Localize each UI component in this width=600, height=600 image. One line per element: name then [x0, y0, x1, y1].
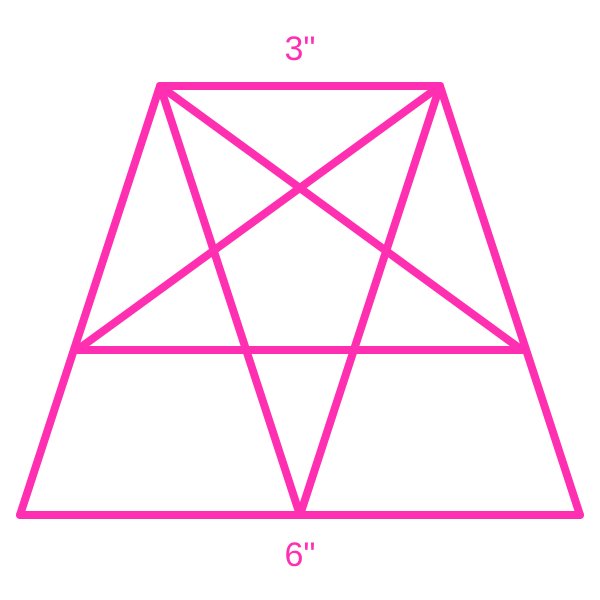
trapezoid-left-edge — [16, 82, 164, 519]
star-line-top-left-to-bottom-mid — [156, 82, 304, 519]
trapezoid-right-edge — [436, 82, 584, 519]
star-line-top-right-to-bottom-mid — [296, 82, 444, 519]
star-line-top-left-to-right-mid — [156, 82, 526, 354]
diagram-lines — [16, 82, 584, 519]
star-line-top-right-to-left-mid — [73, 82, 444, 354]
bottom-base-length-label: 6" — [285, 536, 316, 574]
top-base-length-label: 3" — [285, 30, 316, 68]
